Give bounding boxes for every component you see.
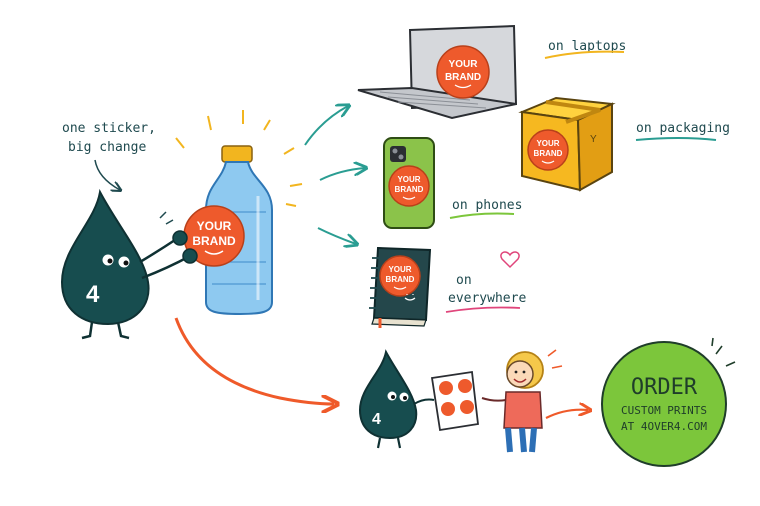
smile-icon bbox=[541, 160, 555, 164]
mascot-number: 4 bbox=[372, 411, 381, 428]
order-cta-title: ORDER bbox=[631, 375, 698, 400]
mascot-small: 4 bbox=[358, 349, 418, 449]
box-side bbox=[576, 102, 613, 192]
excitement-marks bbox=[547, 349, 563, 369]
mascot-number: 4 bbox=[86, 281, 100, 308]
caption-packaging-text: on packaging bbox=[636, 121, 730, 136]
phone: YOUR BRAND bbox=[383, 137, 435, 229]
smile-icon bbox=[402, 196, 416, 200]
caption-laptops-text: on laptops bbox=[548, 39, 626, 54]
shine-rays bbox=[175, 110, 303, 207]
sticker-line-2: BRAND bbox=[534, 149, 563, 158]
usage-arrows bbox=[304, 106, 365, 244]
bottle-cap bbox=[221, 145, 253, 163]
sticker-line-1: YOUR bbox=[197, 219, 232, 233]
smile-icon bbox=[454, 84, 472, 89]
caption-everywhere-line-2: everywhere bbox=[448, 291, 526, 306]
your-brand-sticker bbox=[436, 45, 490, 99]
doodle-smile-icon bbox=[404, 294, 416, 301]
sparkle-marks bbox=[711, 337, 736, 367]
sticker-main: YOUR BRAND bbox=[172, 205, 245, 267]
sticker-line-2: BRAND bbox=[386, 275, 415, 284]
sticker-line-1: YOUR bbox=[397, 175, 420, 184]
caption-phones-text: on phones bbox=[452, 198, 522, 213]
arrow-to-notebook bbox=[317, 227, 356, 244]
mascot-leg bbox=[116, 321, 130, 340]
arrow-to-cta bbox=[545, 410, 588, 419]
sticker-sheet bbox=[413, 370, 479, 432]
caption-phones: on phones bbox=[449, 198, 522, 219]
mascot-arm bbox=[139, 236, 179, 264]
your-brand-sticker bbox=[379, 255, 421, 297]
sticker-line-1: YOUR bbox=[536, 139, 559, 148]
happy-customer bbox=[481, 349, 563, 453]
mascot-main: 4 bbox=[60, 188, 191, 340]
sticker-line-1: YOUR bbox=[449, 59, 479, 70]
caption-everywhere-line-1: on bbox=[456, 273, 472, 288]
laptop: YOUR BRAND bbox=[357, 24, 518, 120]
order-cta-line-2: AT 4OVER4.COM bbox=[621, 420, 707, 433]
heart-icon bbox=[500, 251, 520, 269]
mascot-arm bbox=[141, 254, 191, 280]
arrow-to-phone bbox=[319, 168, 365, 181]
order-cta[interactable]: ORDER CUSTOM PRINTS AT 4OVER4.COM bbox=[601, 337, 736, 467]
your-brand-sticker bbox=[388, 165, 430, 207]
order-cta-line-1: CUSTOM PRINTS bbox=[621, 404, 707, 417]
sticker-line-1: YOUR bbox=[388, 265, 411, 274]
smile-icon bbox=[393, 286, 407, 290]
sticker-line-2: BRAND bbox=[445, 72, 481, 83]
sticker-line-2: BRAND bbox=[192, 234, 236, 248]
your-brand-sticker bbox=[527, 129, 569, 171]
intro-line-1: one sticker, bbox=[62, 121, 156, 136]
caption-laptops: on laptops bbox=[544, 39, 626, 59]
arrow-to-handoff bbox=[174, 317, 334, 404]
intro-arrow bbox=[94, 159, 120, 190]
caption-packaging: on packaging bbox=[635, 121, 730, 141]
smile-icon bbox=[204, 250, 224, 255]
order-cta-circle[interactable] bbox=[601, 341, 727, 467]
laptop-base bbox=[357, 86, 517, 120]
customer-face bbox=[506, 360, 534, 388]
spiral-binding bbox=[369, 257, 380, 309]
fragile-icon: Y bbox=[590, 134, 597, 145]
intro-caption: one sticker, big change bbox=[62, 121, 156, 190]
customer-shirt bbox=[503, 391, 543, 429]
intro-line-2: big change bbox=[68, 140, 146, 155]
camera-icon bbox=[390, 146, 406, 162]
sticker-sheet-paper bbox=[430, 370, 479, 432]
notebook: YOUR BRAND bbox=[369, 246, 432, 328]
package-box: Y YOUR BRAND bbox=[518, 96, 616, 192]
sticker-line-2: BRAND bbox=[395, 185, 424, 194]
arrow-to-laptop bbox=[304, 106, 348, 146]
caption-everywhere: on everywhere bbox=[445, 251, 526, 313]
mascot-leg bbox=[81, 321, 94, 340]
